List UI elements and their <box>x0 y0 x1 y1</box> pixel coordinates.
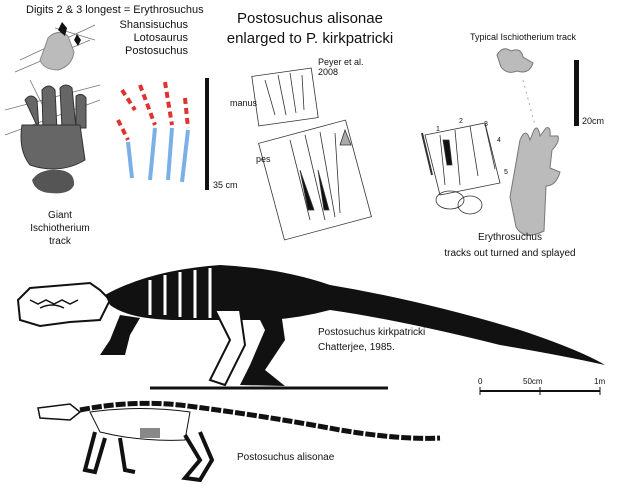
figure-title-line2: enlarged to P. kirkpatricki <box>226 30 394 47</box>
digits-note-taxon: Shansisuchus <box>119 19 189 31</box>
giant-track-icon <box>32 169 75 194</box>
manus-label: manus <box>230 98 258 108</box>
typical-ischiotherium-pes-track <box>509 127 561 236</box>
giant-track-label: Giant <box>48 210 72 221</box>
digits-note-taxon: Lotosaurus <box>133 32 188 44</box>
giant-track-label: Ischiotherium <box>30 223 90 234</box>
kirkpatricki-label: Postosuchus kirkpatricki <box>318 327 426 338</box>
typical-track-label: Typical Ischiotherium track <box>470 32 577 42</box>
digit-number: 5 <box>504 169 508 176</box>
erythrosuchus-label: Erythrosuchus <box>478 232 542 243</box>
digit-number: 1 <box>436 126 440 133</box>
digit-number: 3 <box>484 121 488 128</box>
kirkpatricki-citation: Chatterjee, 1985. <box>318 342 395 353</box>
scale-label-0: 0 <box>478 377 483 386</box>
scale-bar-35cm <box>205 78 209 190</box>
pes-track-diagram <box>4 79 101 170</box>
scale-bar-1m <box>479 387 601 395</box>
peyer-citation-year: 2008 <box>318 67 339 77</box>
digits-note-heading: Digits 2 & 3 longest = Erythrosuchus <box>26 4 204 16</box>
erythrosuchus-caption: tracks out turned and splayed <box>444 248 576 259</box>
typical-ischiotherium-manus-track <box>496 48 534 73</box>
giant-track-label: track <box>49 236 71 247</box>
alisonae-label: Postosuchus alisonae <box>237 452 335 463</box>
digits-note-taxon: Postosuchus <box>125 45 188 57</box>
scale-label-1m: 1m <box>594 377 606 386</box>
scale-label-50cm: 50cm <box>523 377 543 386</box>
scale-35cm-label: 35 cm <box>213 180 238 190</box>
peyer-citation: Peyer et al. <box>318 57 364 67</box>
erythrosuchus-pes-diagram <box>421 122 501 215</box>
postosuchus-alisonae-skeleton <box>37 400 441 483</box>
manus-track-diagram <box>14 22 96 73</box>
digit-length-bars <box>116 81 190 183</box>
scale-20cm-label: 20cm <box>582 116 605 126</box>
digit-number: 2 <box>459 118 463 125</box>
figure-title-line1: Postosuchus alisonae <box>237 10 383 27</box>
digit-number: 4 <box>497 137 501 144</box>
scale-bar-20cm <box>574 60 579 126</box>
postosuchus-kirkpatricki-skeleton <box>16 265 605 390</box>
postosuchus-manus-pes <box>251 67 372 241</box>
pes-label: pes <box>256 154 271 164</box>
